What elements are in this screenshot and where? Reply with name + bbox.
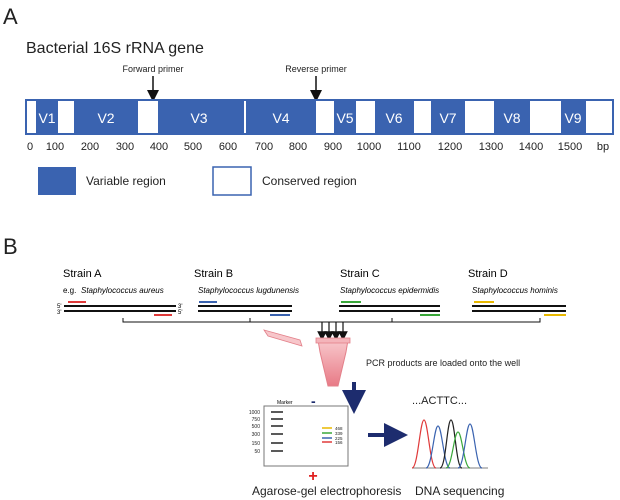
pcr-tube-icon <box>315 337 351 387</box>
panel-b-letter: B <box>3 234 18 259</box>
scale-tick: 200 <box>81 141 99 153</box>
strain-d-name: Strain D <box>468 268 508 280</box>
strain-c: Strain C Staphylococcus epidermidis <box>339 268 440 316</box>
region-label-v9: V9 <box>564 110 581 126</box>
legend-variable-swatch <box>38 167 76 195</box>
scale-tick: 1500 <box>558 141 582 153</box>
region-label-v6: V6 <box>385 110 402 126</box>
scale-tick: 1100 <box>397 141 421 153</box>
pcr-note: PCR products are loaded onto the well <box>366 358 520 368</box>
ladder-size: 1000 <box>249 410 260 416</box>
gene-bar: V1 V2 V3 V4 V5 V6 V7 V8 V9 <box>25 99 614 135</box>
pipette-icon <box>263 329 303 347</box>
gel-ladder-bands <box>271 411 283 452</box>
region-label-v7: V7 <box>439 110 456 126</box>
region-label-v4: V4 <box>272 110 289 126</box>
band-size: 339 <box>335 431 343 436</box>
legend-variable-label: Variable region <box>86 174 166 188</box>
scale-tick: 900 <box>324 141 342 153</box>
sequence-text: ...ACTTC... <box>412 395 467 407</box>
bp-scale: 0 100 200 300 400 500 600 700 800 900 10… <box>27 141 609 153</box>
legend-conserved-swatch <box>212 166 252 196</box>
variable-region-v2 <box>74 101 138 133</box>
panel-a-letter: A <box>3 4 18 29</box>
three-prime-label: 3' <box>57 310 61 316</box>
scale-tick: 1000 <box>357 141 381 153</box>
region-label-v5: V5 <box>336 110 353 126</box>
ladder-size: 150 <box>252 441 261 447</box>
strain-a-species-prefix: e.g. <box>63 286 76 295</box>
legend-conserved-label: Conserved region <box>262 174 357 188</box>
variable-region-v4 <box>246 101 316 133</box>
gel-plus-sign: + <box>308 468 317 485</box>
gel-sample-bands <box>322 427 332 443</box>
strain-c-species: Staphylococcus epidermidis <box>340 286 439 295</box>
scale-tick: 1400 <box>519 141 543 153</box>
gel-ladder-labels: 1000 750 500 300 150 50 <box>249 410 260 455</box>
band-size: 225 <box>335 436 343 441</box>
region-label-v8: V8 <box>503 110 520 126</box>
scale-tick: 500 <box>184 141 202 153</box>
gel-marker-label: Marker <box>277 400 293 406</box>
ladder-size: 300 <box>252 432 261 438</box>
region-label-v3: V3 <box>190 110 207 126</box>
scale-tick: 300 <box>116 141 134 153</box>
forward-primer-label: Forward primer <box>122 64 183 74</box>
five-prime-label: 5' <box>57 304 61 310</box>
scale-unit: bp <box>597 141 609 153</box>
strain-c-name: Strain C <box>340 268 380 280</box>
strain-b-species: Staphylococcus lugdunensis <box>198 286 299 295</box>
variable-region-v3 <box>158 101 244 133</box>
reverse-primer-label: Reverse primer <box>285 64 347 74</box>
strain-b: Strain B Staphylococcus lugdunensis <box>194 268 299 316</box>
strain-d-species: Staphylococcus hominis <box>472 286 558 295</box>
ladder-size: 500 <box>252 424 261 430</box>
gel-caption: Agarose-gel electrophoresis <box>252 484 401 498</box>
connector-arrows <box>317 322 348 341</box>
sequencing-caption: DNA sequencing <box>415 484 504 498</box>
scale-tick: 800 <box>289 141 307 153</box>
variable-region-v1 <box>36 101 58 133</box>
strain-d: Strain D Staphylococcus hominis <box>468 268 566 316</box>
scale-tick: 600 <box>219 141 237 153</box>
ladder-size: 50 <box>254 449 260 455</box>
variable-region-v7 <box>431 101 465 133</box>
scale-tick: 400 <box>150 141 168 153</box>
gene-title: Bacterial 16S rRNA gene <box>26 40 204 57</box>
scale-tick: 100 <box>46 141 64 153</box>
gel-band-size-labels: 468 339 225 156 <box>335 426 343 445</box>
gel-box <box>263 405 349 467</box>
region-label-v2: V2 <box>97 110 114 126</box>
connector-bracket <box>122 318 541 323</box>
strain-a-species: Staphylococcus aureus <box>81 286 164 295</box>
variable-region-v6 <box>375 101 414 133</box>
chromatogram-icon <box>411 419 488 469</box>
strain-b-name: Strain B <box>194 268 233 280</box>
variable-region-v9 <box>561 101 586 133</box>
agarose-gel: Marker - 1000 750 500 300 150 50 468 3 <box>249 393 349 485</box>
variable-region-v5 <box>334 101 356 133</box>
gel-minus-sign: - <box>311 393 316 409</box>
scale-tick: 1200 <box>438 141 462 153</box>
band-size: 468 <box>335 426 343 431</box>
scale-tick: 1300 <box>479 141 503 153</box>
band-size: 156 <box>335 440 343 445</box>
strain-a-name: Strain A <box>63 268 102 280</box>
five-prime-label: 5' <box>178 310 182 316</box>
ladder-size: 750 <box>252 417 261 423</box>
scale-tick: 700 <box>255 141 273 153</box>
region-label-v1: V1 <box>38 110 55 126</box>
strain-a: Strain A e.g. Staphylococcus aureus 5' 3… <box>57 268 182 316</box>
variable-region-v8 <box>494 101 530 133</box>
three-prime-label: 3' <box>178 304 182 310</box>
scale-tick: 0 <box>27 141 33 153</box>
